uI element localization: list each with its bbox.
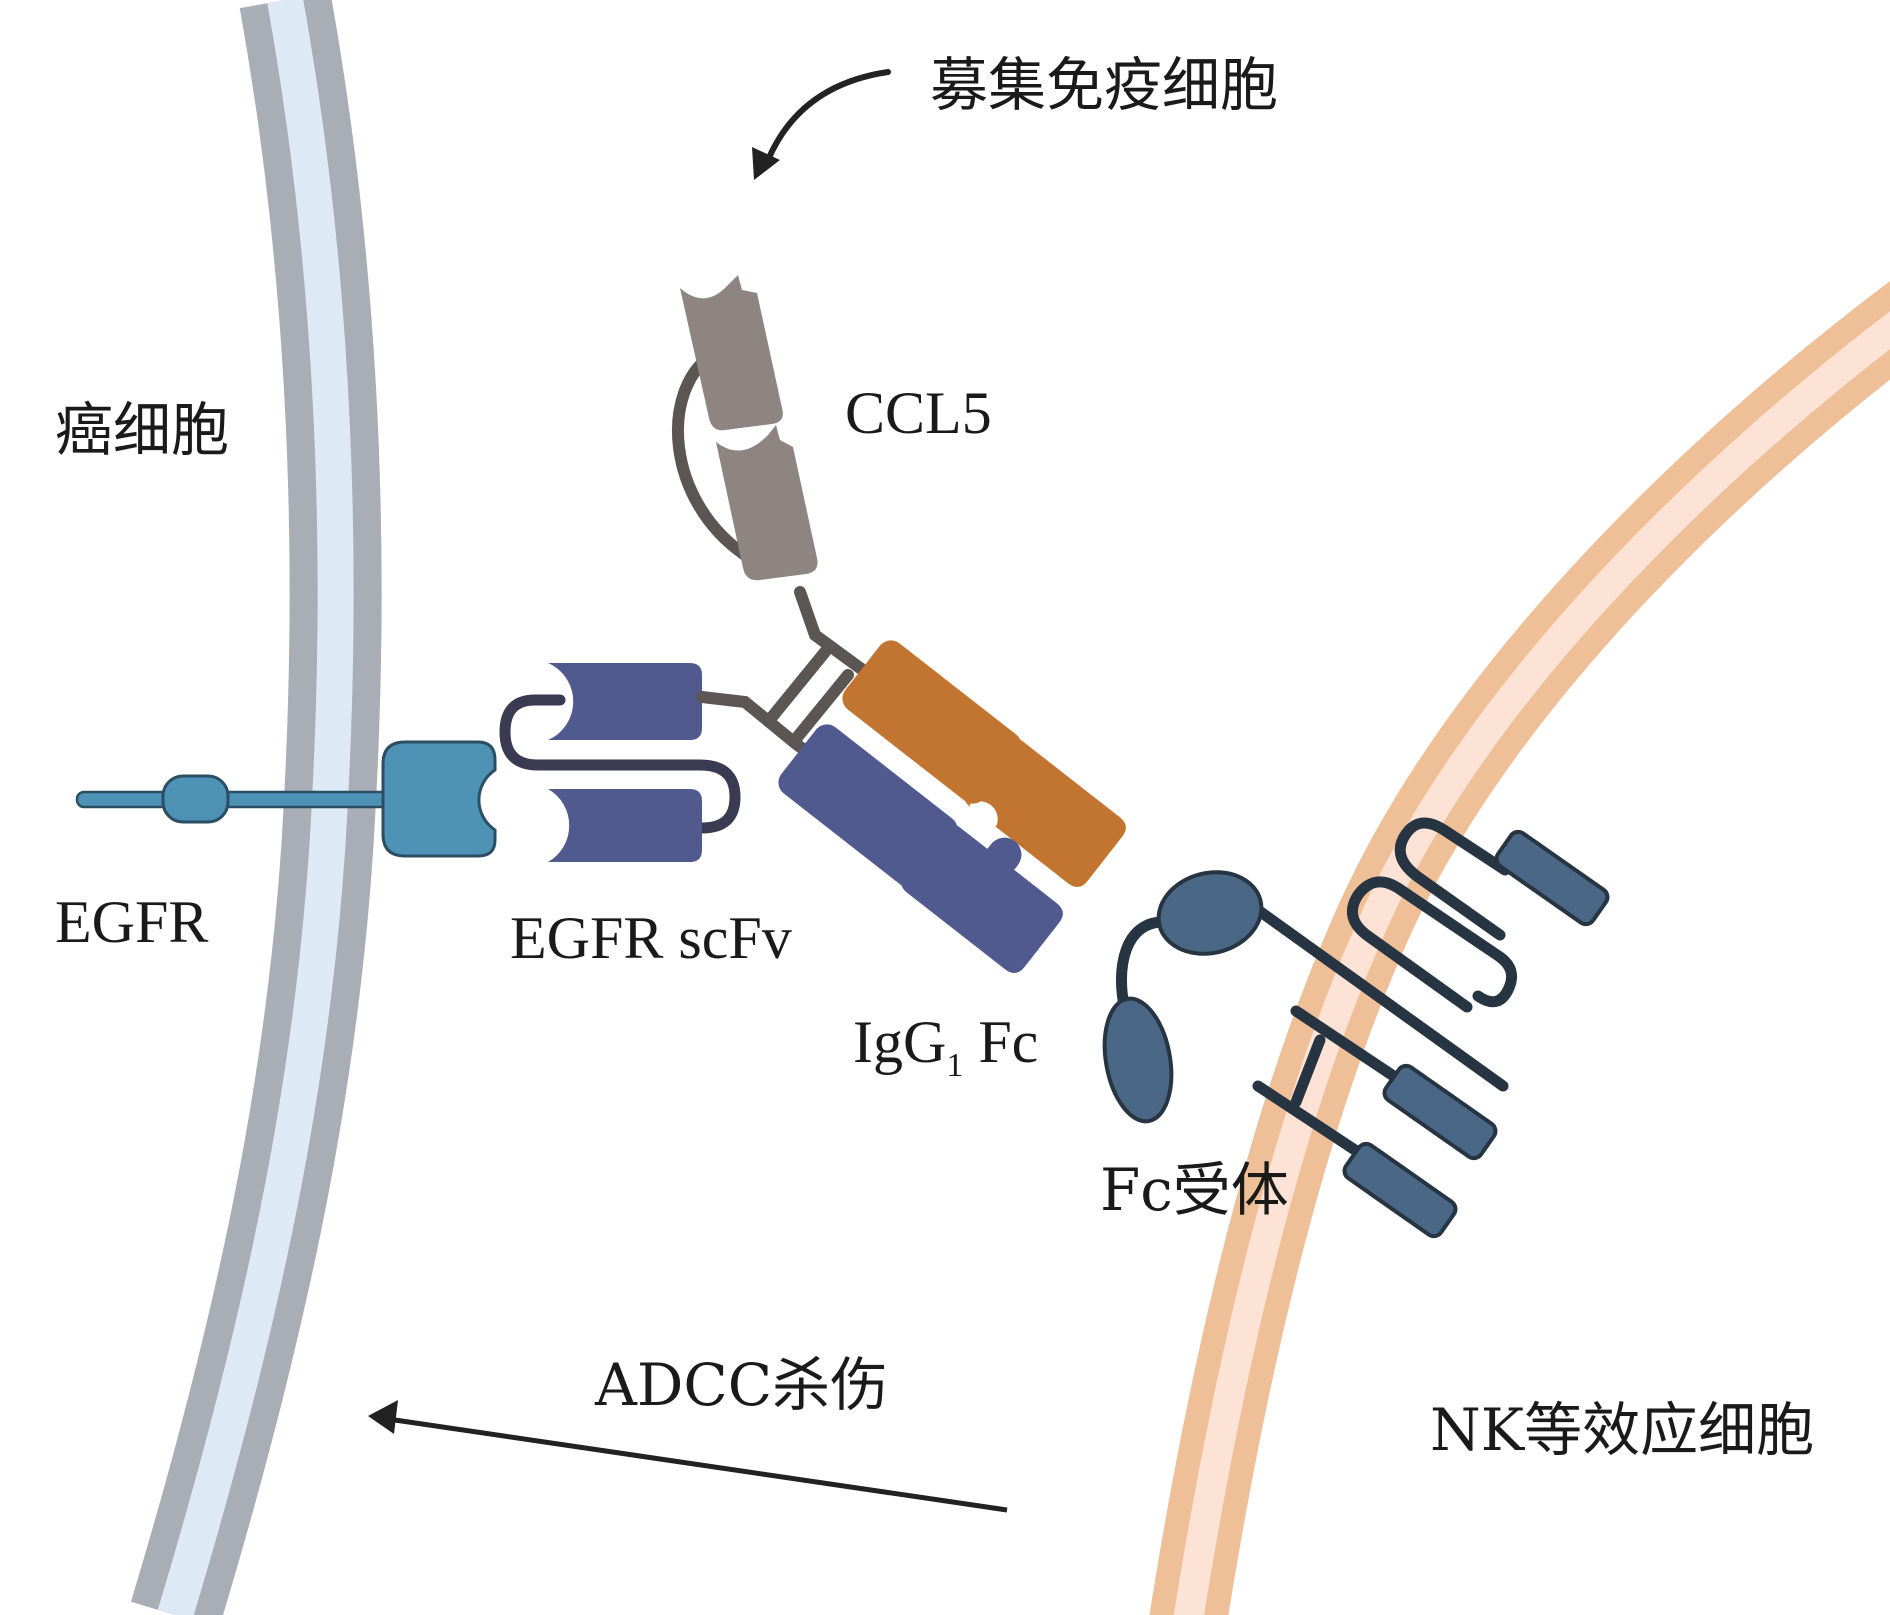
nk-cell-membrane bbox=[1149, 281, 1890, 1615]
adcc-arrow bbox=[368, 1400, 1008, 1513]
fc-ch2-orange bbox=[842, 640, 1022, 804]
scfv-loop bbox=[499, 694, 741, 834]
recruit-immune-label: 募集免疫细胞 bbox=[930, 51, 1278, 119]
fc-receptor-connector bbox=[1116, 916, 1166, 1006]
adcc-arrow-head bbox=[368, 1400, 398, 1434]
fc-receptor-domains bbox=[1102, 829, 1610, 1239]
fc-receptor-d2 bbox=[1102, 996, 1174, 1124]
ccl5-dimer bbox=[680, 275, 818, 581]
receptor-itam-3 bbox=[1342, 1141, 1458, 1239]
igg-suffix: Fc bbox=[963, 1009, 1038, 1075]
egfr-receptor bbox=[75, 740, 497, 858]
chain-crossbar bbox=[1290, 1034, 1326, 1108]
ccl5-domain-2 bbox=[716, 425, 818, 581]
recruit-arrow-curve bbox=[765, 69, 891, 163]
ccl5-label: CCL5 bbox=[845, 380, 992, 446]
receptor-itam-2 bbox=[1382, 1063, 1498, 1161]
igg-subscript: 1 bbox=[946, 1047, 963, 1084]
fc-ch3-blue bbox=[901, 823, 1063, 973]
fc-receptor-d1 bbox=[1156, 870, 1264, 956]
egfr-scfv bbox=[499, 663, 741, 862]
hairpin-chain-2 bbox=[1394, 817, 1511, 941]
fc-receptor-label: Fc受体 bbox=[1100, 1156, 1289, 1224]
fc-ch2-blue bbox=[778, 724, 958, 888]
cancer-cell-label: 癌细胞 bbox=[55, 396, 229, 464]
nk-cell-label: NK等效应细胞 bbox=[1430, 1396, 1814, 1464]
egfr-knob bbox=[161, 774, 230, 824]
ccl5-domain-1 bbox=[680, 275, 783, 431]
egfr-binding-head bbox=[381, 740, 497, 858]
egfr-scfv-label: EGFR scFv bbox=[510, 905, 792, 971]
igg-prefix: IgG bbox=[853, 1009, 946, 1075]
recruit-arrow-head bbox=[752, 147, 780, 180]
adcc-arrow-line bbox=[394, 1417, 1008, 1513]
egfr-label: EGFR bbox=[55, 889, 208, 955]
chain-lower-2 bbox=[1252, 1080, 1364, 1158]
ccl5-loop-linker bbox=[672, 349, 751, 561]
chain-lower-1 bbox=[1290, 1005, 1398, 1081]
recruit-arrow bbox=[752, 69, 891, 180]
hinge-disulfide-1 bbox=[766, 646, 831, 723]
igg1-fc-label: IgG1 Fc bbox=[853, 1009, 1038, 1084]
fc-receptor-long-chain bbox=[1252, 904, 1509, 1092]
egfr-stalk bbox=[75, 790, 391, 809]
receptor-itam-1 bbox=[1494, 829, 1610, 927]
scfv-vh-domain bbox=[548, 663, 702, 740]
igg1-fc bbox=[778, 640, 1126, 973]
adcc-label: ADCC杀伤 bbox=[594, 1351, 888, 1419]
hinge-disulfide-2 bbox=[789, 669, 854, 746]
fc-receptor bbox=[1116, 817, 1518, 1158]
scfv-vl-domain bbox=[548, 789, 702, 862]
nk-membrane-inner bbox=[1173, 311, 1890, 1615]
fc-ch3-orange bbox=[964, 737, 1126, 887]
hairpin-chain bbox=[1346, 876, 1518, 1013]
